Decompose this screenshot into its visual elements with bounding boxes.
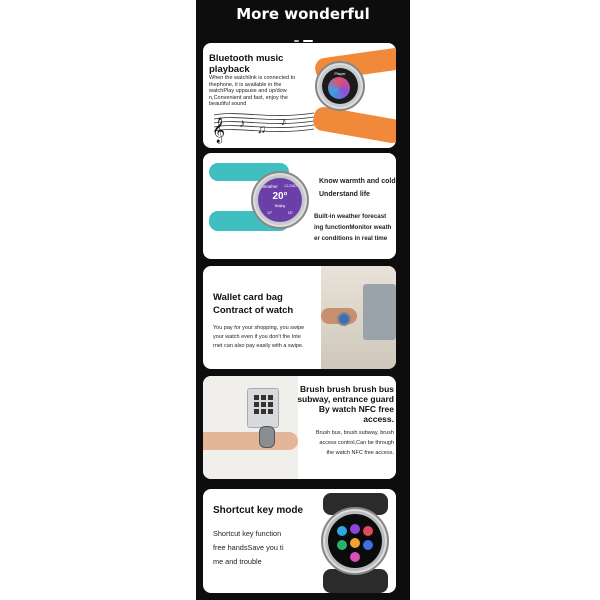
card-heading: Wallet card bag Contract of watch (213, 291, 323, 317)
heading-line: By watch NFC free (318, 404, 394, 414)
app-icon (363, 526, 373, 536)
app-icon (337, 526, 347, 536)
card-body: Built-in weather forecast ing functionMo… (314, 211, 396, 244)
watch-icon (337, 312, 351, 326)
body-line: me and trouble (213, 557, 262, 566)
body-line: er conditions in real time (314, 235, 388, 242)
watch-face (328, 514, 382, 568)
svg-text:♪: ♪ (281, 116, 287, 128)
body-line: access control,Can be through (319, 440, 394, 446)
body-line: You pay for your shopping, you swipe (213, 325, 305, 331)
card-weather: Weather CLOUDY 20° Beijing 12° 18° Know … (203, 153, 396, 259)
app-icon (337, 540, 347, 550)
heading-line: Contract of watch (213, 305, 294, 316)
weather-badge: CLOUDY (284, 184, 299, 188)
weather-low: 12° (267, 211, 273, 215)
card-heading: Bluetooth music playback (209, 53, 284, 75)
body-line: free handsSave you ti (213, 543, 284, 552)
card-body: When the watchlink is connected to theph… (209, 75, 296, 108)
app-icon (350, 552, 360, 562)
keypad-icon (247, 388, 279, 428)
card-nfc: Brush brush brush bus subway, entrance g… (203, 376, 396, 479)
app-icon (363, 540, 373, 550)
app-icon (350, 524, 360, 534)
product-strip: More wonderful Bluetooth music playback … (196, 0, 410, 600)
watch-case: Player (315, 61, 365, 111)
svg-text:♫: ♫ (257, 122, 266, 136)
music-disc-icon (328, 77, 350, 99)
body-line: Built-in weather forecast (314, 213, 387, 220)
card-bluetooth-music: Bluetooth music playback When the watchl… (203, 43, 396, 148)
keypad-grid-icon (254, 395, 273, 414)
watch-icon (259, 426, 275, 448)
svg-text:𝄞: 𝄞 (212, 117, 225, 143)
body-line: your watch even if you don't the Inte (213, 334, 301, 340)
card-heading: Shortcut key mode (213, 505, 304, 516)
heading-line: access. (363, 414, 394, 424)
body-line: ing functionMonitor weath (314, 224, 392, 231)
weather-city: Beijing (274, 204, 286, 208)
card-wallet: Wallet card bag Contract of watch You pa… (203, 266, 396, 369)
carousel-dot (293, 39, 299, 42)
watch-face: Player (322, 68, 358, 104)
watch-case: Weather CLOUDY 20° Beijing 12° 18° (251, 171, 309, 229)
heading-line: subway, entrance guard (297, 394, 394, 404)
app-icon (350, 538, 360, 548)
weather-high: 18° (287, 211, 293, 215)
heading-line: Brush brush brush bus (300, 384, 394, 394)
watch-strap (311, 105, 396, 145)
watch-label: Player (334, 71, 346, 76)
card-body: You pay for your shopping, you swipe you… (213, 324, 325, 351)
weather-title: Weather (261, 184, 278, 189)
body-line: the watch NFC free access. (326, 450, 394, 456)
svg-text:♪: ♪ (239, 116, 245, 130)
card-heading: Know warmth and cold Understand life (319, 175, 396, 201)
body-line: Brush bus, brush subway, brush (315, 430, 394, 436)
music-notes-icon: 𝄞 ♪ ♫ ♪ (212, 112, 315, 143)
pos-terminal-icon (363, 284, 396, 340)
body-line: Shortcut key function (213, 529, 282, 538)
heading-line: Understand life (319, 191, 370, 198)
watch-case (321, 507, 389, 575)
carousel-dots (196, 32, 410, 50)
heading-line: Know warmth and cold (319, 178, 396, 185)
watch-face: Weather CLOUDY 20° Beijing 12° 18° (258, 178, 302, 222)
card-body: Brush bus, brush subway, brush access co… (299, 428, 394, 458)
arm-icon (203, 432, 298, 450)
card-body: Shortcut key function free handsSave you… (213, 527, 303, 569)
body-line: rnet can also pay easily with a swipe. (213, 343, 304, 349)
card-shortcut: Shortcut key mode Shortcut key function … (203, 489, 396, 593)
card-heading: Brush brush brush bus subway, entrance g… (297, 384, 394, 424)
weather-temp: 20° (272, 191, 288, 202)
heading-line: Wallet card bag (213, 292, 283, 303)
page-title: More wonderful (236, 5, 370, 23)
carousel-dot-active (302, 39, 313, 42)
